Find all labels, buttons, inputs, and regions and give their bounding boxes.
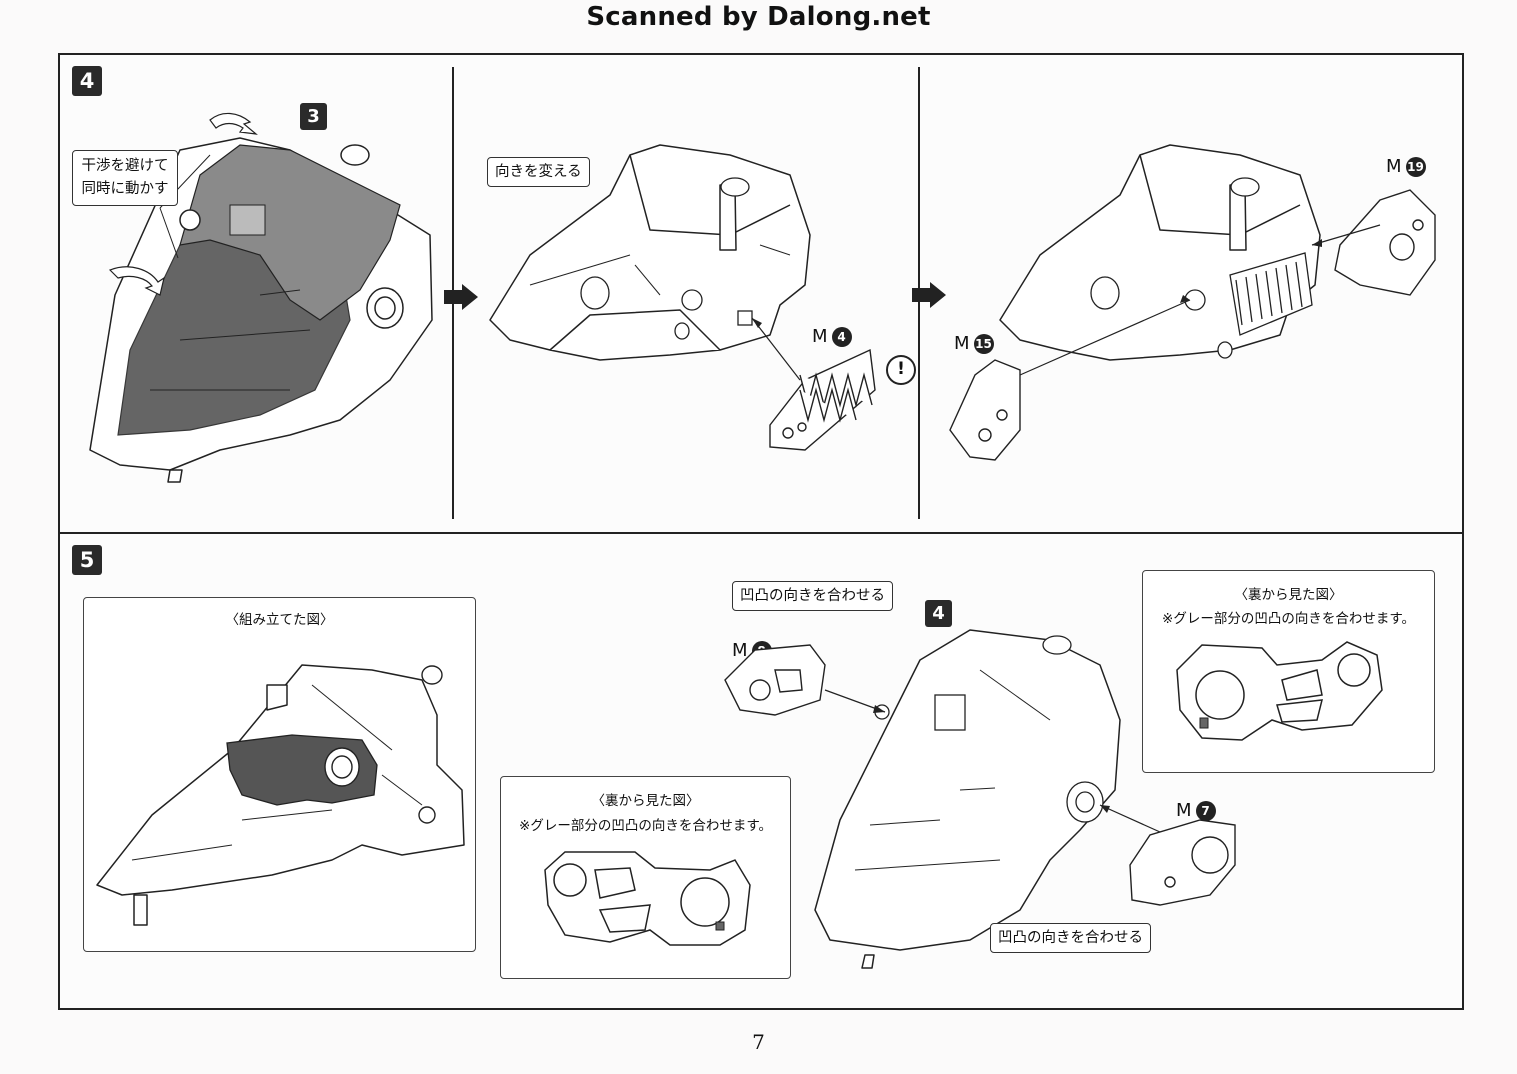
back-view-note-right: ※グレー部分の凹凸の向きを合わせます。 bbox=[1162, 611, 1415, 627]
assembled-view-title: 〈組み立てた図〉 bbox=[225, 612, 334, 628]
back-view-title-right: 〈裏から見た図〉 bbox=[1234, 587, 1343, 603]
step-5-number: 5 bbox=[72, 545, 102, 575]
step-arrow-icon bbox=[912, 282, 946, 308]
sub-step-3-badge: 3 bbox=[300, 103, 327, 130]
step-4-number: 4 bbox=[72, 66, 102, 96]
assembled-cockpit-illustration bbox=[96, 664, 465, 926]
callout-avoid-interference: 干渉を避けて同時に動かす bbox=[72, 150, 178, 206]
back-view-title-left: 〈裏から見た図〉 bbox=[591, 793, 700, 809]
step-4-body-turned-illustration bbox=[489, 144, 876, 451]
align-notch-label-top: 凹凸の向きを合わせる bbox=[732, 581, 893, 611]
callout-change-direction: 向きを変える bbox=[487, 157, 590, 187]
step-arrow-icon bbox=[444, 284, 478, 310]
back-view-part-left bbox=[544, 851, 751, 946]
back-view-note-left: ※グレー部分の凹凸の向きを合わせます。 bbox=[519, 818, 772, 834]
step-5-main-body-illustration bbox=[724, 629, 1236, 969]
caution-icon: ! bbox=[886, 355, 916, 385]
step-4-cockpit-illustration bbox=[89, 112, 433, 483]
page-number: 7 bbox=[752, 1030, 765, 1054]
sub-step-4-badge: 4 bbox=[925, 600, 952, 627]
step-4-side-parts-illustration bbox=[949, 144, 1436, 461]
back-view-part-right bbox=[1176, 641, 1383, 741]
align-notch-label-bottom: 凹凸の向きを合わせる bbox=[990, 923, 1151, 953]
scan-credit-header: Scanned by Dalong.net bbox=[586, 2, 931, 32]
